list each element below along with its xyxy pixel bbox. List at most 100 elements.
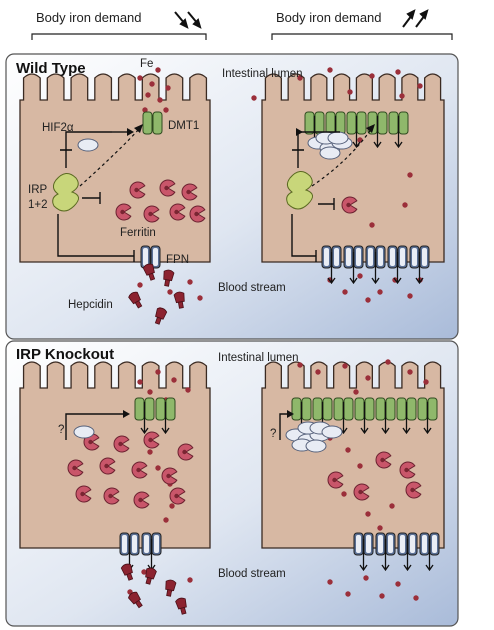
fpn-highlight (388, 535, 393, 553)
fpn-highlight (154, 535, 159, 553)
iron-dot (365, 511, 371, 517)
iron-dot (142, 107, 148, 113)
header-left-label: Body iron demand (36, 10, 142, 25)
hepcidin-peptide (142, 263, 156, 281)
hepcidin-peptide (163, 269, 175, 287)
iron-import-arrow (423, 402, 432, 435)
ferritin-core (346, 202, 351, 208)
fpn-highlight (422, 535, 427, 553)
ferritin-core (164, 185, 169, 191)
lumen-label-top: Intestinal lumen (222, 68, 303, 80)
hepcidin-head (145, 567, 157, 580)
header-left-bracket (31, 33, 207, 40)
hepcidin-stem (177, 301, 184, 309)
ferritin-core (404, 467, 409, 473)
hepcidin-label: Hepcidin (68, 299, 113, 311)
iron-import-arrow (373, 116, 382, 149)
hepcidin-head (120, 563, 133, 576)
ferritin-core (174, 209, 179, 215)
iron-dot (155, 369, 161, 375)
unknown-mark-right: ? (270, 428, 277, 440)
iron-export-arrow (327, 252, 336, 285)
panel-title-wild-type: Wild Type (16, 60, 86, 77)
iron-dot (185, 387, 191, 393)
iron-export-arrow (403, 539, 412, 572)
hepcidin-stem (134, 599, 143, 609)
fpn-highlight (324, 248, 329, 266)
iron-dot (407, 369, 413, 375)
dmt1-transporter-half (152, 111, 163, 135)
iron-import-arrow (161, 402, 170, 435)
iron-dot (407, 293, 413, 299)
iron-dot (379, 593, 385, 599)
dmt1-transporter-half (417, 397, 428, 421)
hepcidin-peptide (120, 563, 134, 581)
iron-dot (389, 503, 395, 509)
hepcidin-peptide (145, 567, 157, 585)
ferritin-core (148, 211, 153, 217)
irp-fpn-repression (57, 214, 135, 262)
hif-dmt1-arrowhead (127, 128, 134, 136)
dmt1-transporter-half (312, 397, 323, 421)
header-right-label: Body iron demand (276, 10, 382, 25)
iron-dot (345, 447, 351, 453)
dmt1-transporter-half (343, 397, 354, 421)
hepcidin-stem (154, 316, 162, 325)
dmt1-transporter-half (314, 111, 325, 135)
fpn-highlight (366, 535, 371, 553)
irp-ferritin-repression-high (318, 198, 335, 210)
hepcidin-head (142, 263, 155, 276)
dmt1-transporter-half (322, 397, 333, 421)
iron-export-arrow (381, 539, 390, 572)
ferritin-core (174, 493, 179, 499)
ko-arrowhead (123, 410, 130, 418)
hif-label: HIF2α (42, 122, 74, 134)
lumen-label-bottom: Intestinal lumen (218, 352, 299, 364)
dmt1-transporter-half (406, 397, 417, 421)
fpn-highlight (143, 248, 148, 266)
iron-dot (417, 83, 423, 89)
hepcidin-peptide (154, 307, 168, 325)
iron-import-arrow (402, 402, 411, 435)
ferritin-core (118, 441, 123, 447)
dmt1-transporter-half (346, 111, 357, 135)
hif2a-molecule (73, 425, 95, 439)
hepcidin-stem (126, 572, 134, 581)
fe-label: Fe (140, 58, 154, 70)
fpn-highlight (410, 535, 415, 553)
ferritin-core (72, 465, 77, 471)
hif2a-molecule (77, 138, 99, 152)
hepcidin-peptide (175, 597, 187, 615)
dmt1-transporter-half (291, 397, 302, 421)
fpn-highlight (400, 248, 405, 266)
dmt1-transporter-half (364, 397, 375, 421)
iron-dot (169, 503, 175, 509)
hepcidin-head (163, 269, 175, 282)
panel-title-irp-knockout: IRP Knockout (16, 346, 115, 363)
dmt1-transporter-half (398, 111, 409, 135)
enterocyte-cell-wt-low (19, 73, 211, 263)
ferritin-core (358, 489, 363, 495)
iron-dot (155, 465, 161, 471)
dmt1-transporter-half (385, 397, 396, 421)
hepcidin-stem (145, 576, 152, 585)
iron-dot (402, 202, 408, 208)
ferritin-core (182, 449, 187, 455)
ferritin-core (138, 497, 143, 503)
iron-dot (395, 581, 401, 587)
dmt1-transporter-half (142, 111, 153, 135)
iron-dot (137, 379, 143, 385)
dashed-arrowhead (134, 124, 143, 133)
iron-dot (327, 579, 333, 585)
hepcidin-peptide (128, 591, 143, 609)
hif2a-molecule (305, 439, 327, 453)
iron-dot (187, 279, 193, 285)
iron-import-arrow (381, 402, 390, 435)
ferritin-core (136, 467, 141, 473)
ferritin-core (108, 493, 113, 499)
fpn-highlight (356, 535, 361, 553)
iron-dot (165, 85, 171, 91)
iron-dot (407, 172, 413, 178)
iron-dot (297, 362, 303, 368)
ko-arrowhead-high (287, 410, 294, 418)
